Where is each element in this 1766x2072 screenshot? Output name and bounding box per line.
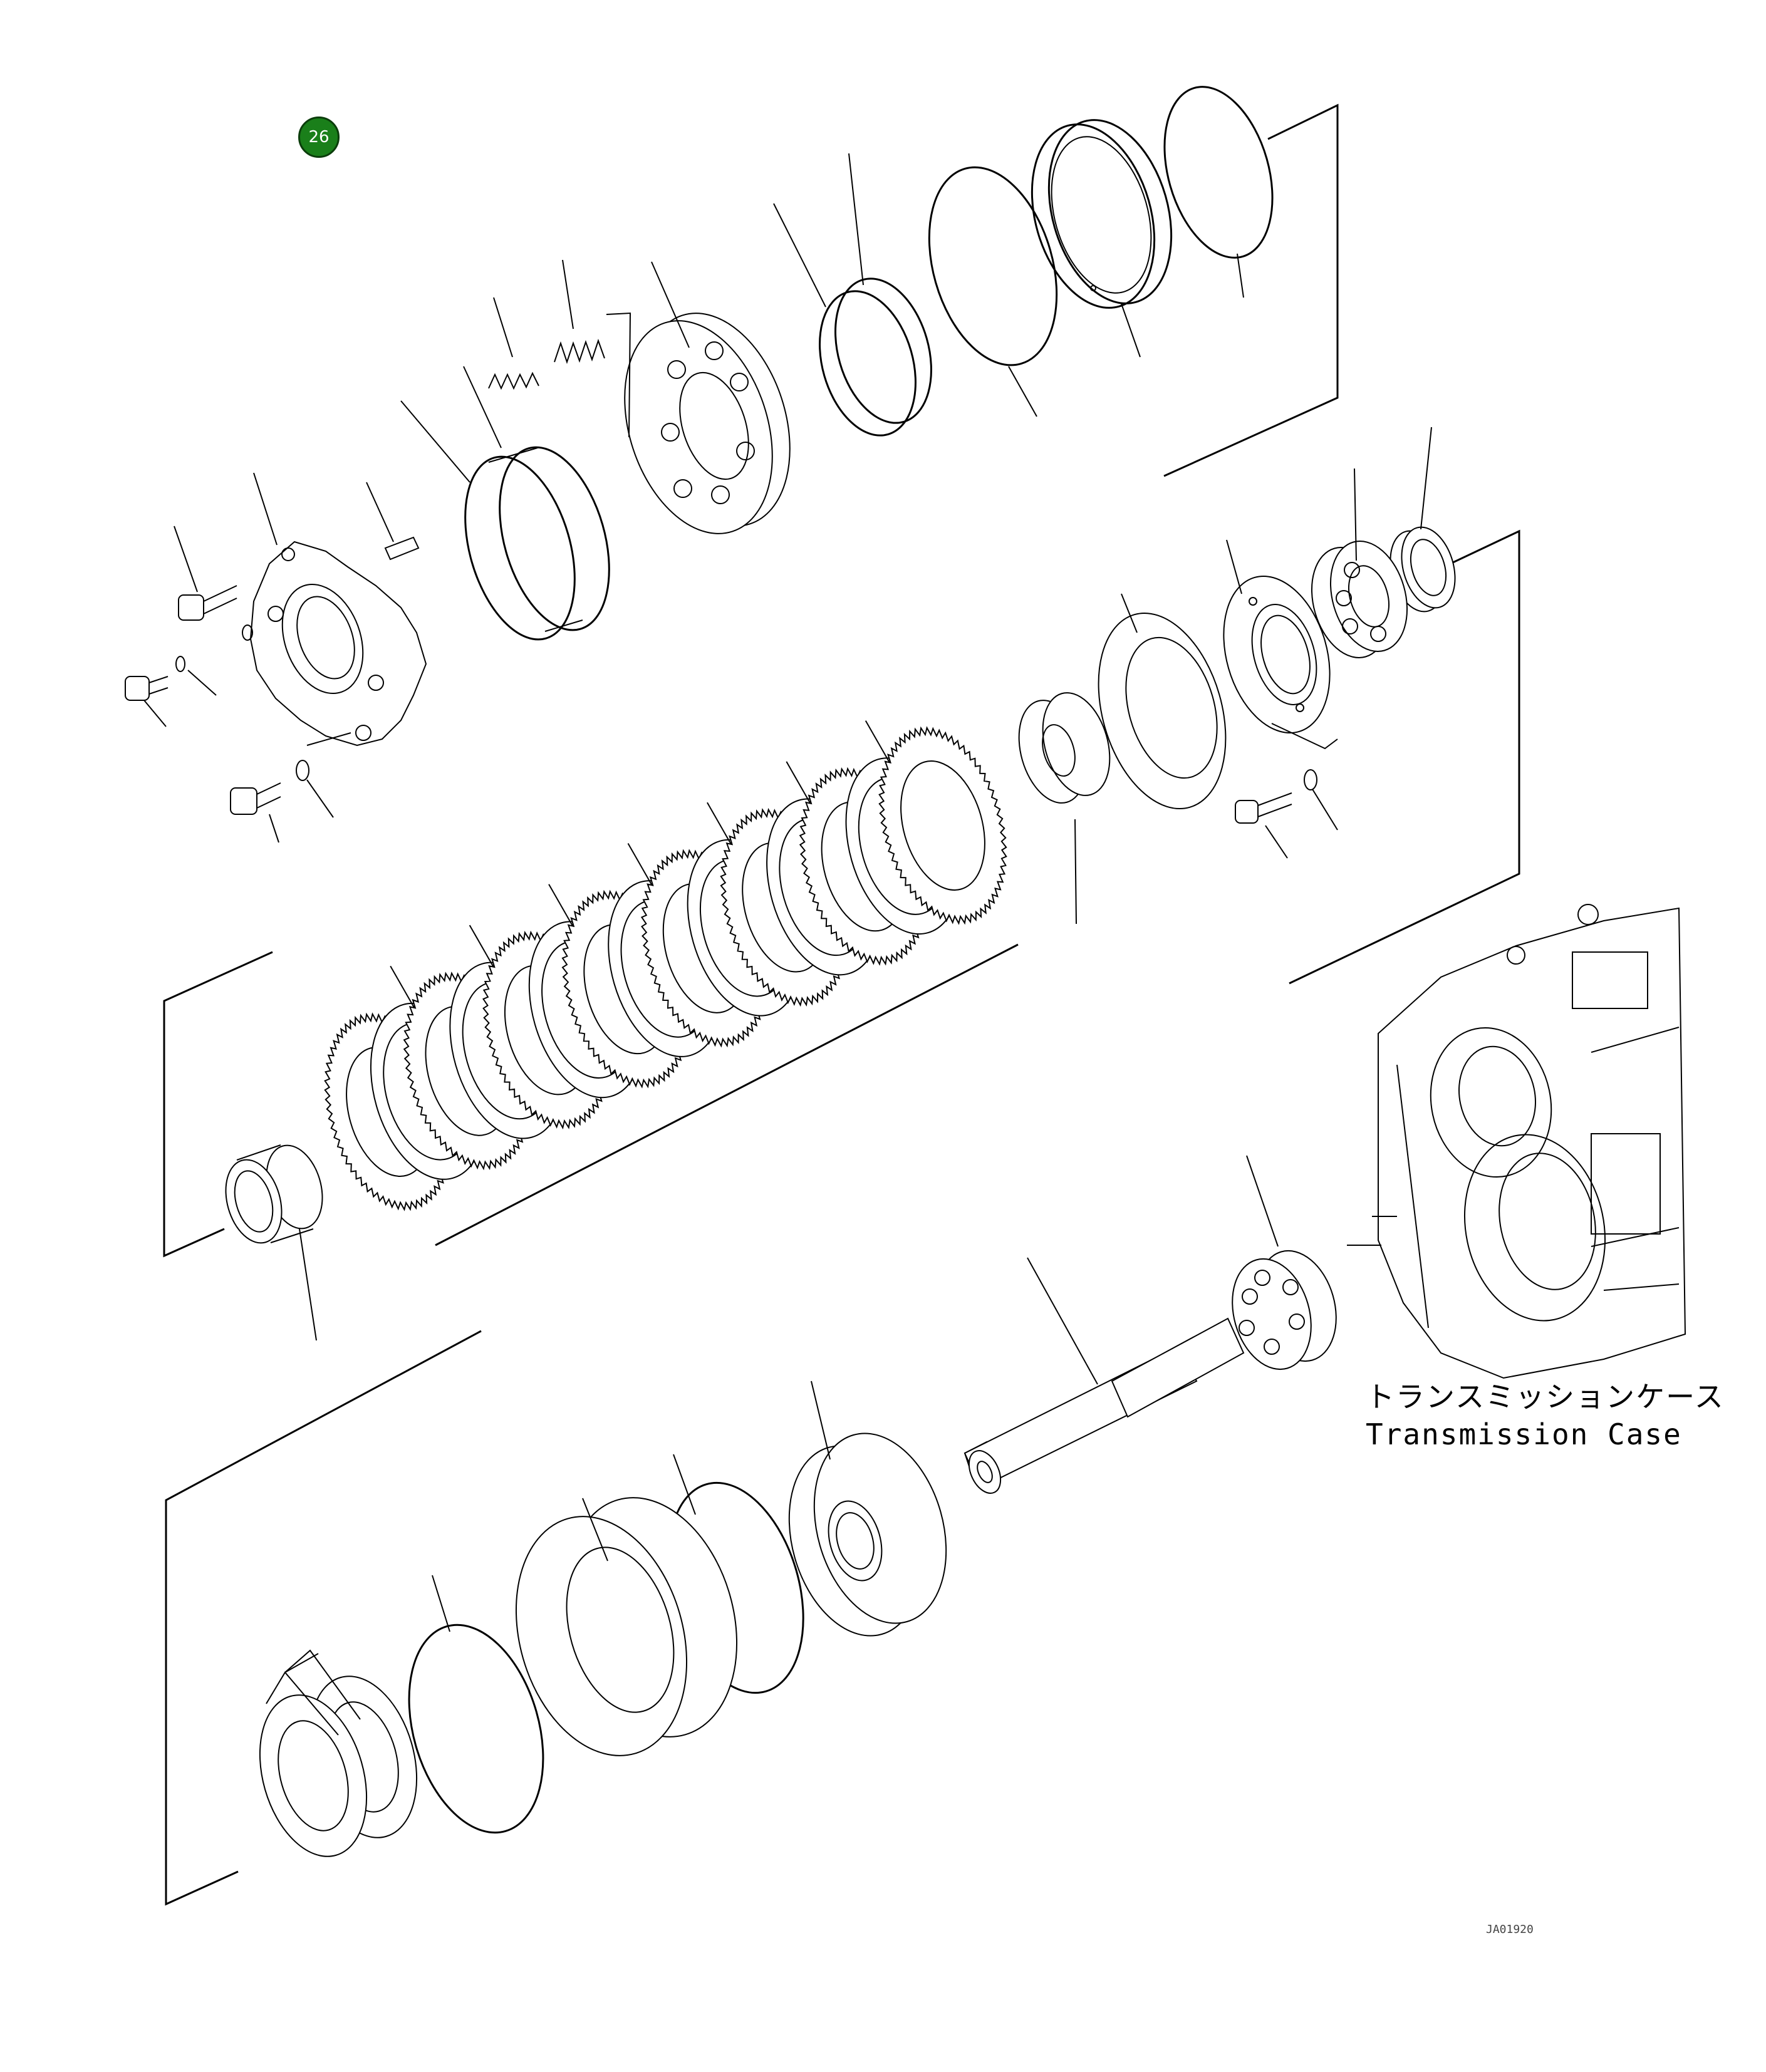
part-housing-cover <box>249 472 427 747</box>
clutch-pack-leader <box>707 802 733 847</box>
part-piston <box>624 261 791 534</box>
part-needle-bearing <box>1018 692 1111 925</box>
upper-group-bracket <box>1163 103 1339 477</box>
part-dowel-pin <box>366 482 420 561</box>
part-washer-left <box>175 656 217 696</box>
clutch-pack <box>324 720 1007 1211</box>
part-bearing-housing <box>1223 539 1338 750</box>
part-seal-ring <box>400 366 610 641</box>
transmission-case-illustration <box>1347 904 1686 1379</box>
separator-plate-bore <box>900 760 985 891</box>
part-retainer <box>1031 119 1173 358</box>
part-shaft <box>964 1257 1245 1494</box>
part-shim-pair <box>259 1649 418 1857</box>
clutch-pack-leader <box>627 843 654 888</box>
part-o-ring-housing <box>408 1575 544 1834</box>
part-gear <box>788 1380 947 1637</box>
part-bushing <box>225 1144 323 1341</box>
clutch-pack-leader <box>786 761 813 806</box>
part-springs <box>488 259 631 438</box>
clutch-pack-leader <box>390 965 417 1010</box>
figure-number-badge: 26 <box>298 117 340 158</box>
clutch-pack-leader <box>548 884 574 929</box>
part-washer-cover <box>242 624 253 641</box>
part-thrust-plate <box>1098 593 1227 810</box>
clutch-pack-bracket <box>163 943 1019 1258</box>
part-bolt-right <box>1235 792 1292 859</box>
part-o-ring-medium <box>928 166 1058 417</box>
leader-line <box>306 732 351 746</box>
part-clutch-housing <box>515 1497 738 1756</box>
clutch-pack-leader <box>865 720 891 765</box>
part-o-ring-large <box>1163 86 1274 298</box>
part-washer-right <box>1304 769 1338 831</box>
lower-group-bracket <box>165 1330 482 1906</box>
drawing-id: JA01920 <box>1486 1923 1534 1936</box>
separator-plate <box>878 726 1007 925</box>
transmission-case-label-en: Transmission Case <box>1366 1417 1682 1451</box>
part-snap-ring-pair <box>773 153 932 437</box>
transmission-case-label-jp: トランスミッションケース <box>1366 1380 1725 1414</box>
part-roller-bearing <box>1232 1155 1337 1370</box>
part-washer-lower <box>296 760 334 818</box>
part-bolt-lower <box>230 782 281 843</box>
clutch-pack-leader <box>469 925 496 970</box>
part-bolt-left <box>125 676 169 727</box>
transmission-case-label: トランスミッションケース Transmission Case <box>1366 1378 1725 1453</box>
middle-group-bracket <box>1289 529 1520 985</box>
part-ball-bearing <box>1311 468 1408 658</box>
part-bolt <box>174 526 237 621</box>
